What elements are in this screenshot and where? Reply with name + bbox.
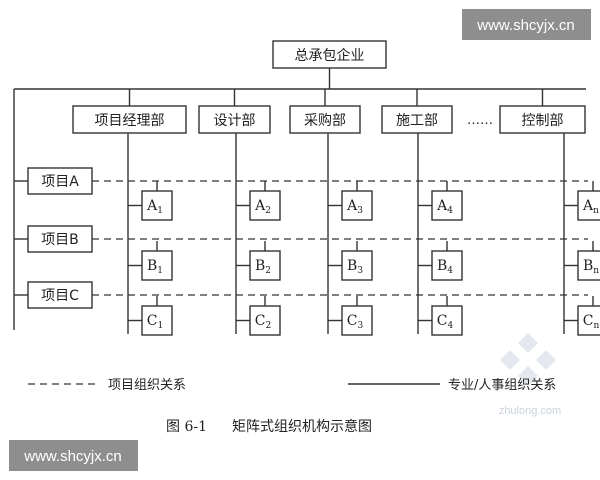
matrix-cell-subscript: 4	[447, 321, 453, 331]
matrix-cell-letter: C	[583, 313, 594, 329]
watermark-logo	[500, 333, 556, 386]
matrix-cell-subscript: n	[593, 321, 599, 331]
matrix-cell-letter: C	[147, 313, 158, 329]
matrix-cell-box	[431, 190, 463, 221]
matrix-cell-box	[141, 305, 173, 336]
matrix-cell-letter: A	[582, 198, 594, 214]
matrix-cell-letter: B	[347, 258, 357, 274]
project-label: 项目A	[41, 174, 79, 190]
matrix-cell-label: C2	[255, 313, 271, 331]
matrix-cell-label: A1	[146, 198, 163, 216]
matrix-cell-subscript: 2	[265, 321, 271, 331]
department-box	[72, 105, 187, 134]
matrix-cell-letter: A	[346, 198, 358, 214]
matrix-cell-box	[141, 250, 173, 281]
matrix-cell-subscript: 1	[157, 206, 163, 216]
department-label: 施工部	[396, 113, 438, 129]
top-node-box	[272, 40, 387, 69]
department-box	[198, 105, 271, 134]
matrix-cell-label: B3	[347, 258, 363, 276]
matrix-cell-box	[577, 305, 600, 336]
department-label: 控制部	[522, 113, 564, 129]
matrix-cell-letter: C	[255, 313, 266, 329]
matrix-cell-label: C3	[347, 313, 364, 331]
matrix-cell-subscript: 1	[157, 321, 163, 331]
matrix-cell-letter: B	[437, 258, 447, 274]
watermark-top: www.shcyjx.cn	[476, 17, 575, 34]
project-label: 项目B	[41, 232, 79, 248]
figure-title: 矩阵式组织机构示意图	[232, 418, 372, 435]
matrix-cell-subscript: 3	[357, 206, 363, 216]
matrix-cell-label: C4	[437, 313, 454, 331]
matrix-cell-box	[249, 190, 281, 221]
matrix-cell-box	[431, 250, 463, 281]
matrix-cell-box	[341, 250, 373, 281]
matrix-cell-label: Cn	[583, 313, 600, 331]
matrix-cell-subscript: 1	[157, 266, 163, 276]
matrix-cell-label: Bn	[583, 258, 599, 276]
matrix-cell-box	[341, 190, 373, 221]
matrix-cell-subscript: 3	[357, 321, 363, 331]
department-label: 项目经理部	[95, 113, 165, 129]
project-box	[27, 281, 93, 309]
watermark-bottom: www.shcyjx.cn	[23, 448, 122, 465]
top-node-label: 总承包企业	[295, 47, 365, 64]
department-box	[381, 105, 453, 134]
matrix-cell-label: B2	[255, 258, 271, 276]
department-box	[499, 105, 586, 134]
matrix-cell-subscript: 4	[447, 266, 453, 276]
department-label: 设计部	[214, 113, 256, 129]
legend-solid-label: 专业/人事组织关系	[448, 378, 556, 393]
matrix-cell-box	[431, 305, 463, 336]
matrix-cell-letter: A	[436, 198, 448, 214]
matrix-cell-label: B1	[147, 258, 163, 276]
department-label: 采购部	[304, 113, 346, 129]
matrix-cell-label: B4	[437, 258, 453, 276]
department-ellipsis: ……	[467, 113, 493, 128]
legend-dashed-label: 项目组织关系	[108, 378, 186, 393]
matrix-cell-subscript: 2	[265, 206, 271, 216]
department-box	[289, 105, 361, 134]
matrix-cell-box	[249, 250, 281, 281]
matrix-cell-label: A2	[254, 198, 271, 216]
matrix-cell-label: An	[582, 198, 599, 216]
watermark-top-bar	[462, 9, 591, 40]
project-label: 项目C	[41, 288, 79, 304]
matrix-cell-box	[577, 190, 600, 221]
matrix-cell-box	[249, 305, 281, 336]
matrix-cell-subscript: 3	[357, 266, 363, 276]
matrix-cell-subscript: n	[593, 266, 599, 276]
matrix-cell-letter: B	[147, 258, 157, 274]
matrix-cell-letter: C	[437, 313, 448, 329]
matrix-cell-label: C1	[147, 313, 163, 331]
matrix-cell-label: A4	[436, 198, 453, 216]
watermark-bottom-bar	[9, 440, 138, 471]
matrix-cell-box	[141, 190, 173, 221]
project-box	[27, 167, 93, 195]
matrix-cell-letter: A	[254, 198, 266, 214]
matrix-cell-box	[577, 250, 600, 281]
project-box	[27, 225, 93, 253]
matrix-cell-subscript: 4	[447, 206, 453, 216]
matrix-cell-label: A3	[346, 198, 363, 216]
matrix-cell-box	[341, 305, 373, 336]
matrix-cell-letter: B	[583, 258, 593, 274]
figure-number: 图 6-1	[166, 419, 207, 435]
matrix-cell-letter: B	[255, 258, 265, 274]
matrix-cell-letter: C	[347, 313, 358, 329]
matrix-cell-subscript: n	[593, 206, 599, 216]
watermark-faint: zhulong.com	[499, 405, 561, 417]
matrix-cell-subscript: 2	[265, 266, 271, 276]
matrix-cell-letter: A	[146, 198, 158, 214]
